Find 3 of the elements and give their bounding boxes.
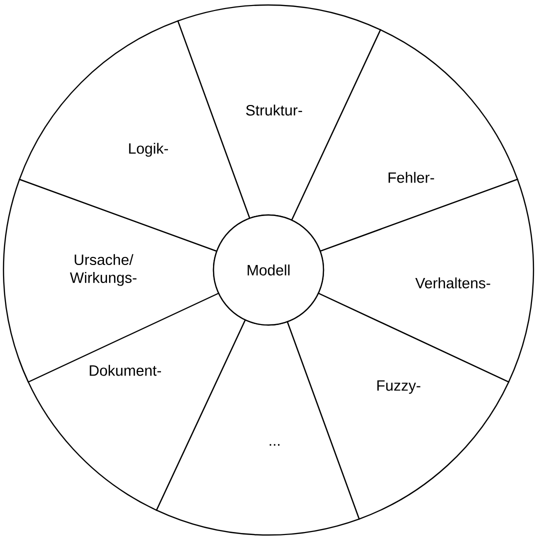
node-label: Verhaltens- xyxy=(415,277,490,288)
node-label: ... xyxy=(270,444,280,446)
sector: Fuzzy- xyxy=(286,292,510,520)
